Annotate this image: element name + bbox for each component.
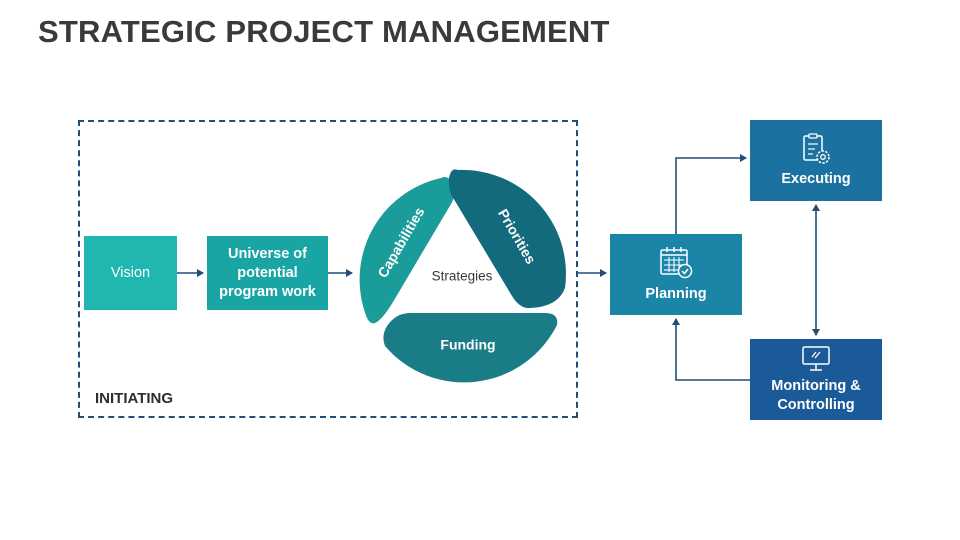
capabilities-segment — [359, 177, 455, 324]
monitoring-box: Monitoring & Controlling — [750, 339, 882, 420]
initiating-frame — [78, 120, 578, 418]
clipboard-gear-icon — [803, 133, 830, 164]
initiating-label: INITIATING — [95, 390, 174, 407]
calendar-check-icon — [660, 247, 693, 279]
universe-box: Universe of potential program work — [207, 236, 328, 310]
vision-label: Vision — [110, 264, 151, 281]
executing-box: Executing — [750, 120, 882, 201]
executing-label: Executing — [781, 171, 851, 187]
universe-label: Universe of potential program work — [219, 245, 316, 300]
monitor-icon — [802, 345, 830, 371]
priorities-segment — [448, 169, 566, 309]
funding-segment — [383, 313, 558, 383]
arrow-planning-executing — [675, 154, 747, 234]
planning-box: Planning — [610, 234, 742, 315]
vision-box: Vision — [84, 236, 177, 310]
arrow-monitoring-planning — [672, 318, 750, 381]
planning-label: Planning — [645, 286, 707, 302]
strategies-label: Strategies — [432, 269, 493, 284]
funding-label: Funding — [440, 337, 495, 353]
page-title: STRATEGIC PROJECT MANAGEMENT — [38, 14, 610, 49]
monitoring-label: Monitoring & Controlling — [771, 377, 861, 413]
